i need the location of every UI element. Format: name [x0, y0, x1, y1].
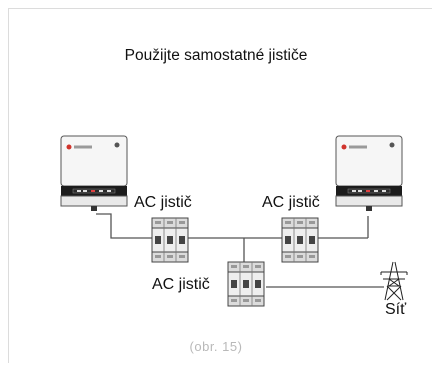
label-breaker-right: AC jistič [262, 194, 320, 211]
inverter-left [60, 135, 128, 212]
label-breaker-main: AC jistič [152, 276, 210, 293]
figure-frame [8, 8, 432, 363]
label-grid: Síť [385, 301, 407, 318]
grid-tower-icon [380, 261, 408, 301]
label-breaker-left: AC jistič [134, 194, 192, 211]
breaker-main-icon [227, 261, 265, 307]
breaker-left-icon [151, 217, 189, 263]
diagram-title: Použijte samostatné jističe [124, 47, 308, 64]
figure-caption: (obr. 15) [189, 339, 243, 354]
breaker-right-icon [281, 217, 319, 263]
wiring-lines [96, 213, 384, 288]
inverter-right [335, 135, 403, 212]
